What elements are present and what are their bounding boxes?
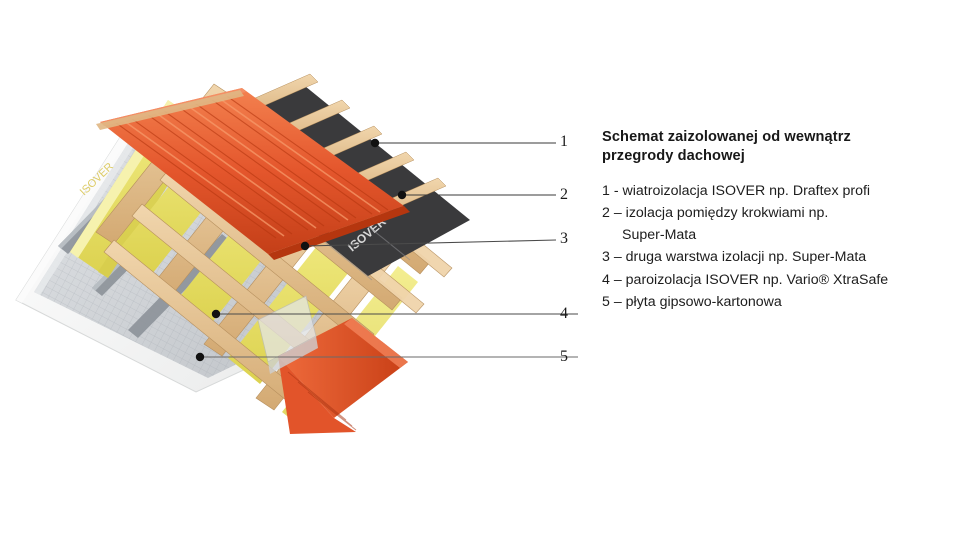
legend-item-5: 5 – płyta gipsowo-kartonowa bbox=[602, 293, 782, 310]
legend-item-1: 1 - wiatroizolacja ISOVER np. Draftex pr… bbox=[602, 182, 871, 199]
callout-number-2: 2 bbox=[560, 186, 568, 203]
legend-item-3: 3 – druga warstwa izolacji np. Super-Mat… bbox=[602, 249, 867, 266]
legend-item-4: 4 – paroizolacja ISOVER np. Vario® XtraS… bbox=[602, 271, 889, 288]
legend-item-2: 2 – izolacja pomiędzy krokwiami np. bbox=[602, 205, 829, 222]
eave-detail bbox=[257, 295, 318, 374]
callout-leaders bbox=[195, 138, 578, 362]
roof-cross-section-illustration: ISOVER ISOVER bbox=[15, 73, 578, 434]
callout-number-5: 5 bbox=[560, 348, 568, 365]
legend-panel: Schemat zaizolowanej od wewnątrz przegro… bbox=[600, 128, 960, 314]
legend-title: Schemat zaizolowanej od wewnątrz przegro… bbox=[602, 128, 960, 167]
callout-number-1: 1 bbox=[560, 133, 568, 150]
legend-item-2-continuation: Super-Mata bbox=[622, 227, 697, 244]
legend-items: 1 - wiatroizolacja ISOVER np. Draftex pr… bbox=[600, 181, 960, 314]
callout-number-4: 4 bbox=[560, 305, 568, 322]
legend-title-line-1: Schemat zaizolowanej od wewnątrz bbox=[602, 129, 851, 145]
legend-title-line-2: przegrody dachowej bbox=[602, 148, 745, 165]
callout-number-3: 3 bbox=[560, 230, 568, 247]
